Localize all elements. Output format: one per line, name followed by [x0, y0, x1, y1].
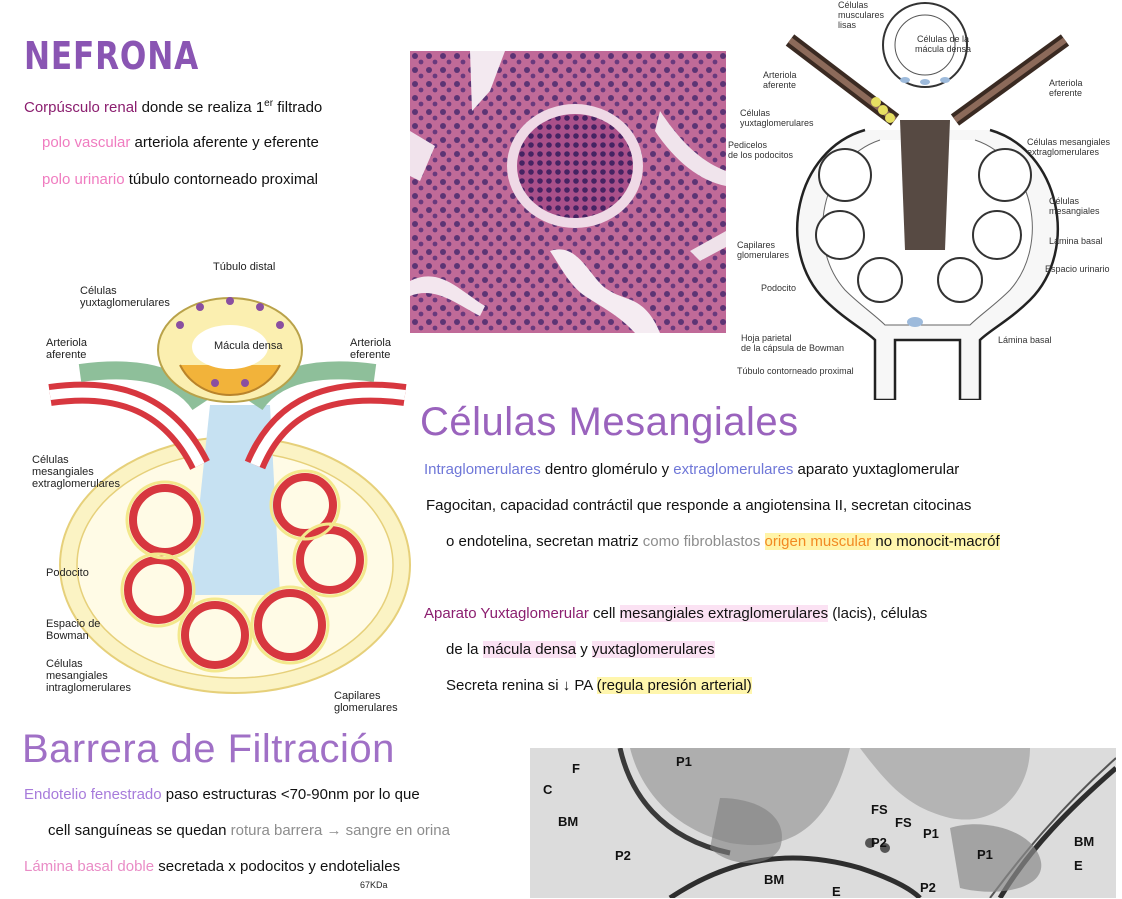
text: filtrado [273, 99, 323, 116]
term-lamina-basal: Lámina basal doble [24, 858, 155, 875]
electron-micrograph [530, 748, 1116, 898]
label-espacio-bowman: Espacio de Bowman [46, 618, 101, 642]
mesangiales-line-4: Aparato Yuxtaglomerular cell mesangiales… [424, 605, 927, 622]
note-67kda: 67KDa [360, 880, 388, 890]
label-tubulo-proximal: Túbulo contorneado proximal [737, 366, 854, 376]
nefrona-line-1: Corpúsculo renal donde se realiza 1er fi… [24, 98, 322, 116]
label-arteriola-aferente-r: Arteriola aferente [763, 70, 797, 90]
text: de la [446, 641, 483, 658]
term-macula-densa: mácula densa [482, 641, 577, 658]
left-diagram-svg [48, 297, 411, 694]
em-label-P2-3: P2 [920, 880, 936, 895]
label-mes-extra-r: Células mesangiales extraglomerulares [1027, 137, 1111, 157]
label-pedicelos: Pedicelos de los podocitos [728, 140, 794, 160]
mesangiales-title: Células Mesangiales [420, 400, 799, 444]
label-lamina-basal-2: Lámina basal [998, 335, 1052, 345]
label-mesangiales-intra: Células mesangiales intraglomerulares [46, 658, 131, 694]
mesangiales-line-2: Fagocitan, capacidad contráctil que resp… [426, 497, 972, 514]
term-regula-presion: (regula presión arterial) [596, 677, 752, 694]
term-intraglomerulares: Intraglomerulares [424, 461, 541, 478]
em-label-BM-3: BM [1074, 834, 1095, 849]
term-polo-urinario: polo urinario [42, 171, 125, 188]
term-origen-muscular: origen muscular [764, 533, 872, 550]
label-hoja-parietal: Hoja parietal de la cápsula de Bowman [741, 333, 845, 353]
histology-image [410, 51, 726, 333]
label-capilares-r: Capilares glomerulares [737, 240, 790, 260]
text-monocit: no monocit-macróf [871, 533, 1000, 550]
label-arteriola-aferente-l: Arteriola aferente [46, 337, 87, 361]
text [760, 533, 764, 550]
label-podocito-r: Podocito [761, 283, 797, 293]
em-image-svg [530, 748, 1116, 898]
em-label-FS-1: FS [871, 802, 888, 817]
text: aparato yuxtaglomerular [793, 461, 960, 478]
text: donde se realiza 1 [137, 99, 265, 116]
barrera-line-2: cell sanguíneas se quedan rotura barrera… [48, 822, 450, 839]
barrera-title: Barrera de Filtración [22, 727, 395, 771]
em-label-F: F [572, 761, 580, 776]
left-color-diagram [40, 255, 415, 715]
term-rotura: rotura barrera → sangre en orina [230, 822, 450, 839]
em-label-E: E [1074, 858, 1083, 873]
mesangiales-line-5: de la mácula densa y yuxtaglomerulares [446, 641, 715, 658]
term-yuxtaglomerulares: yuxtaglomerulares [591, 641, 715, 658]
mesangiales-line-3: o endotelina, secretan matriz como fibro… [446, 533, 1000, 550]
em-label-P1-3: P1 [977, 847, 993, 862]
histology-micrograph [410, 51, 726, 333]
label-capilares-l: Capilares glomerulares [334, 690, 398, 714]
text: túbulo contorneado proximal [124, 171, 319, 188]
em-label-BM-1: BM [558, 814, 579, 829]
label-lamina-basal-1: Lámina basal [1049, 236, 1103, 246]
em-label-E-2: E [832, 884, 841, 899]
label-yuxta-r: Células yuxtaglomerulares [740, 108, 814, 128]
text: arteriola aferente y eferente [130, 134, 319, 151]
term-aparato-yuxta: Aparato Yuxtaglomerular [424, 605, 589, 622]
mesangiales-line-1: Intraglomerulares dentro glomérulo y ext… [424, 461, 959, 478]
em-label-P2-1: P2 [615, 848, 631, 863]
text: cell [588, 605, 620, 622]
label-arteriola-eferente-l: Arteriola eferente [350, 337, 391, 361]
em-label-FS-2: FS [895, 815, 912, 830]
label-mesangiales-extra: Células mesangiales extraglomerulares [32, 454, 121, 490]
label-mes-r: Células mesangiales [1049, 196, 1100, 216]
text: cell sanguíneas se quedan [48, 822, 231, 839]
text: secretada x podocitos y endoteliales [154, 858, 401, 875]
label-tubulo-distal: Túbulo distal [213, 261, 276, 273]
text: o endotelina, secretan matriz [446, 533, 643, 550]
em-label-P1-2: P1 [923, 826, 939, 841]
term-endotelio: Endotelio fenestrado [24, 786, 162, 803]
superscript: er [264, 98, 274, 109]
nefrona-title: NEFRONA [24, 34, 200, 78]
barrera-line-3: Lámina basal doble secretada x podocitos… [24, 858, 400, 875]
label-yuxta-l: Células yuxtaglomerulares [80, 285, 170, 309]
em-label-P2-2: P2 [871, 835, 887, 850]
em-label-P1-1: P1 [676, 754, 692, 769]
term-mesangiales-extra: mesangiales extraglomerulares [619, 605, 829, 622]
label-arteriola-eferente-r: Arteriola eferente [1049, 78, 1083, 98]
right-schematic-diagram [735, 0, 1120, 400]
label-musculares-lisas: Células musculares lisas [838, 0, 885, 30]
mesangiales-line-6: Secreta renina si ↓ PA (regula presión a… [446, 677, 752, 694]
right-diagram-svg [785, 2, 1070, 400]
barrera-line-1: Endotelio fenestrado paso estructuras <7… [24, 786, 420, 803]
text: Secreta renina si ↓ PA [446, 677, 597, 694]
nefrona-line-2: polo vascular arteriola aferente y efere… [42, 134, 319, 151]
label-podocito-l: Podocito [46, 567, 89, 579]
text: y [576, 641, 592, 658]
term-extraglomerulares: extraglomerulares [673, 461, 794, 478]
label-macula-densa: Mácula densa [214, 340, 283, 352]
term-corpusculo: Corpúsculo renal [24, 99, 138, 116]
label-espacio-urinario: Espacio urinario [1045, 264, 1110, 274]
nefrona-line-3: polo urinario túbulo contorneado proxima… [42, 171, 318, 188]
label-macula-cells: Células de la mácula densa [914, 34, 972, 54]
text: paso estructuras <70-90nm por lo que [161, 786, 420, 803]
term-fibroblastos: como fibroblastos [642, 533, 761, 550]
text: dentro glomérulo y [540, 461, 674, 478]
em-label-C: C [543, 782, 553, 797]
em-label-BM-2: BM [764, 872, 785, 887]
text: (lacis), células [828, 605, 928, 622]
term-polo-vascular: polo vascular [42, 134, 131, 151]
